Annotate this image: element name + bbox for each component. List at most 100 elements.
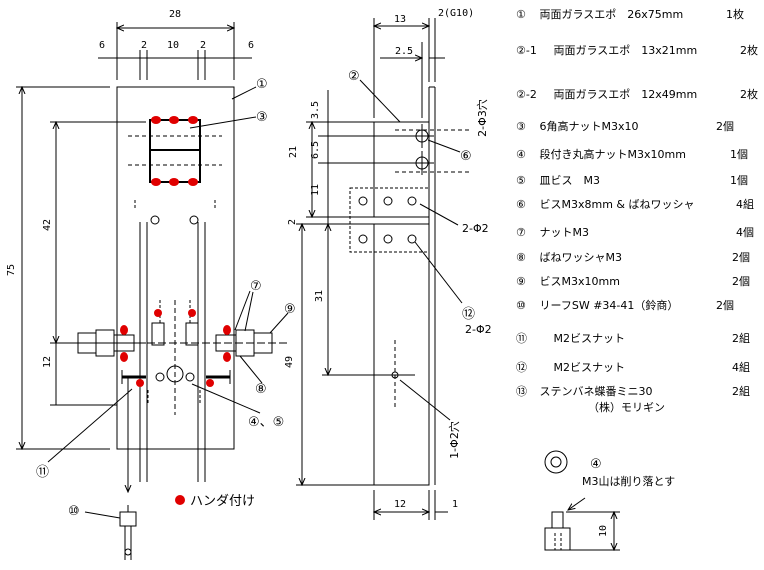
parts-list-item-sub: （株）モリギン (588, 399, 665, 415)
part-qty: 2個 (732, 251, 750, 264)
part-qty: 2個 (716, 299, 734, 312)
callout-11: ⑪ (36, 465, 49, 480)
dim-6-5: 6.5 (310, 141, 321, 159)
hole-label-m1: 2-Φ2 (462, 222, 489, 235)
parts-list-item: ⑬ ステンバネ蝶番ミニ30 2組 (516, 383, 750, 399)
part-qty: 1枚 (726, 8, 744, 21)
part-number: ②-1 (516, 44, 537, 57)
part-name: M2ビスナット (553, 332, 626, 345)
part-number: ⑨ (516, 275, 526, 288)
dim-bottom-width: 12 (394, 499, 406, 510)
callout-10: ⑩ (68, 504, 80, 519)
part-number: ⑥ (516, 198, 526, 211)
part-name: ビスM3x8mm & ばねワッシャ (539, 198, 695, 211)
parts-list-item: ⑦ ナットM3 4個 (516, 224, 754, 240)
dim-thickness: 2(G10) (438, 8, 474, 19)
part-name: ステンバネ蝶番ミニ30 (539, 385, 653, 398)
hole-label-m2: 2-Φ2 (465, 323, 492, 336)
part-name: 両面ガラスエポ 26x75mm (539, 8, 684, 21)
parts-list-item: ⑧ ばねワッシャM3 2個 (516, 249, 750, 265)
parts-list-item: ②-2 両面ガラスエポ 12x49mm 2枚 (516, 86, 758, 102)
solder-legend-label: ハンダ付け (190, 494, 255, 509)
dim-center: 10 (167, 40, 179, 51)
callout-12: ⑫ (462, 307, 475, 322)
part-number: ③ (516, 120, 526, 133)
dim-mid: 42 (42, 219, 53, 231)
part-name: 6角高ナットM3x10 (539, 120, 639, 133)
dim-31: 31 (314, 290, 325, 302)
solder-dots (120, 116, 231, 505)
part-number: ⑬ (516, 385, 527, 398)
parts-list-item: ⑨ ビスM3x10mm 2個 (516, 273, 750, 289)
parts-list: ① 両面ガラスエポ 26x75mm 1枚 ②-1 両面ガラスエポ 13x21mm… (516, 6, 764, 426)
side-view (296, 18, 470, 520)
part-number: ⑫ (516, 361, 527, 374)
front-view (16, 22, 290, 560)
part-name: 両面ガラスエポ 13x21mm (553, 44, 698, 57)
dim-right-margin: 6 (248, 40, 254, 51)
dim-49: 49 (284, 356, 295, 368)
hole-label-top: 2-Φ3穴 (475, 99, 489, 137)
parts-list-item: ⑩ リーフSW #34-41（鈴商） 2個 (516, 297, 734, 313)
callout-9: ⑨ (284, 302, 296, 317)
dim-left-margin: 6 (99, 40, 105, 51)
part-qty: 2組 (732, 385, 750, 398)
callout-8: ⑧ (255, 382, 267, 397)
parts-list-item: ① 両面ガラスエポ 26x75mm 1枚 (516, 6, 744, 22)
parts-list-item: ⑥ ビスM3x8mm & ばねワッシャ 4組 (516, 196, 754, 212)
part-qty: 2枚 (740, 88, 758, 101)
callout-6: ⑥ (460, 149, 472, 164)
part-name: ばねワッシャM3 (539, 251, 623, 264)
part-number: ⑩ (516, 299, 526, 312)
dim-total-width: 28 (169, 9, 181, 20)
callout-3: ③ (256, 110, 268, 125)
part-number: ⑦ (516, 226, 526, 239)
part-number: ②-2 (516, 88, 537, 101)
part-name: 両面ガラスエポ 12x49mm (553, 88, 698, 101)
detail-callout: ④ (590, 457, 602, 472)
part-qty: 4個 (736, 226, 754, 239)
part-name: ビスM3x10mm (539, 275, 620, 288)
part-name: M2ビスナット (553, 361, 626, 374)
dim-bottom: 12 (42, 356, 53, 368)
part-qty: 1個 (730, 148, 748, 161)
parts-list-item: ④ 段付き丸高ナットM3x10mm 1個 (516, 146, 748, 162)
dim-height: 75 (6, 264, 17, 276)
part-qty: 2個 (732, 275, 750, 288)
detail-note: M3山は削り落とす (582, 474, 675, 488)
parts-list-item: ③ 6角高ナットM3x10 2個 (516, 118, 734, 134)
dim-offset: 2.5 (395, 46, 413, 57)
dim-gap-right: 2 (200, 40, 206, 51)
hole-label-bottom: 1-Φ2穴 (447, 421, 461, 459)
part-qty: 4組 (736, 198, 754, 211)
parts-list-item: ⑪ M2ビスナット 2組 (516, 330, 750, 346)
part-maker: （株）モリギン (588, 401, 665, 414)
part-qty: 2個 (716, 120, 734, 133)
part-number: ① (516, 8, 526, 21)
part-name: ナットM3 (539, 226, 590, 239)
callout-2: ② (348, 69, 360, 84)
callout-4-5: ④、⑤ (248, 415, 284, 430)
part-qty: 4組 (732, 361, 750, 374)
dim-2: 2 (287, 219, 298, 225)
dim-width-top: 13 (394, 14, 406, 25)
dim-21: 21 (288, 146, 299, 158)
detail-round-nut (544, 450, 620, 550)
part-name: 段付き丸高ナットM3x10mm (539, 148, 686, 161)
part-number: ⑪ (516, 332, 527, 345)
callout-1: ① (256, 77, 268, 92)
part-number: ④ (516, 148, 526, 161)
part-qty: 2枚 (740, 44, 758, 57)
part-qty: 1個 (730, 174, 748, 187)
solder-legend-dot (175, 495, 185, 505)
dim-3-5: 3.5 (310, 101, 321, 119)
dim-11: 11 (310, 184, 321, 196)
part-qty: 2組 (732, 332, 750, 345)
dim-bottom-right: 1 (452, 499, 458, 510)
part-name: 皿ビス M3 (539, 174, 601, 187)
detail-height: 10 (598, 525, 609, 537)
callout-7: ⑦ (250, 279, 262, 294)
part-number: ⑤ (516, 174, 526, 187)
front-board-outline (116, 86, 235, 450)
